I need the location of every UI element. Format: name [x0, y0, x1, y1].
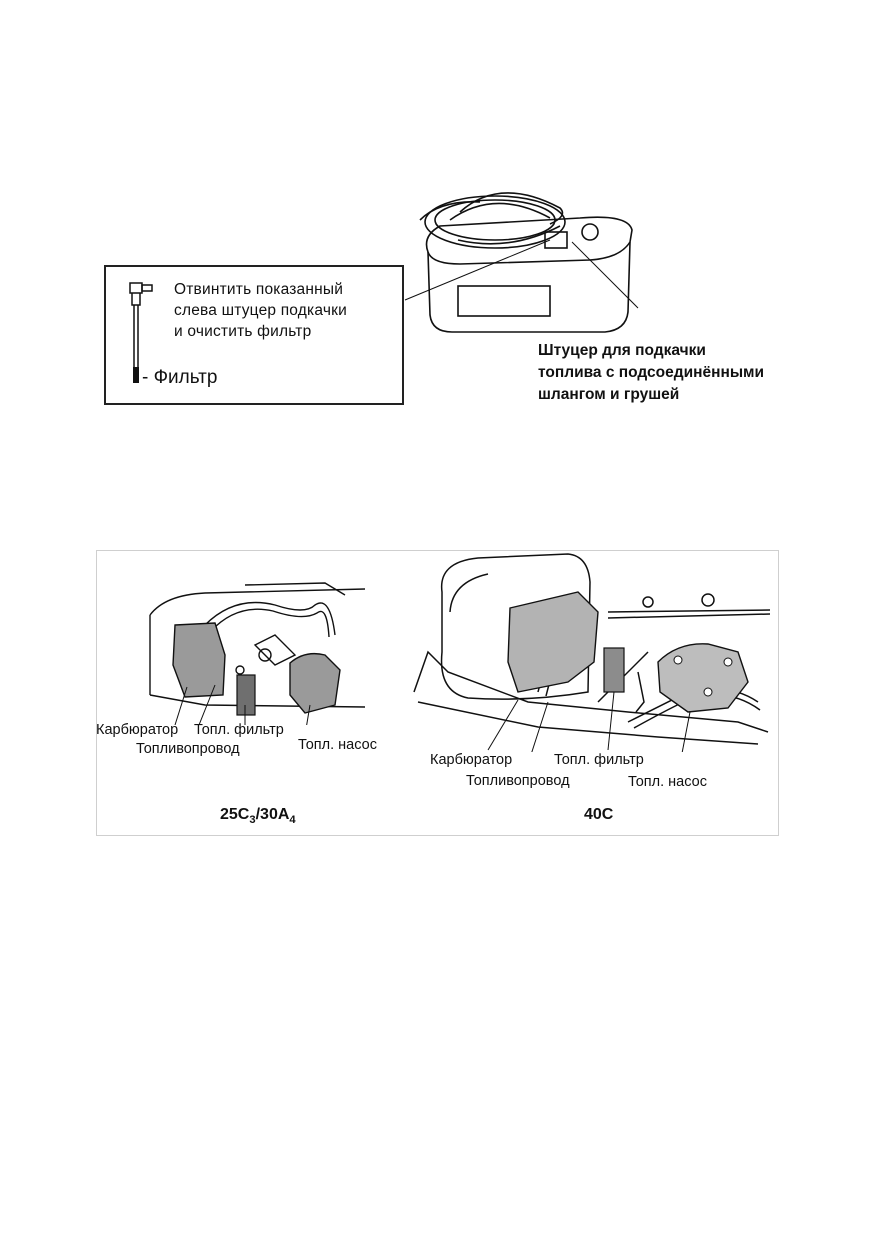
right-label-fuel-filter: Топл. фильтр [554, 752, 644, 768]
instruction-box: Отвинтить показанный слева штуцер подкач… [104, 265, 404, 405]
engine-40c-illustration [413, 553, 771, 752]
right-fuel-pump-shape [657, 643, 749, 713]
right-pump-bolt-1 [673, 655, 683, 665]
filter-label-text: Фильтр [153, 367, 218, 388]
filter-label-dash: - [142, 367, 154, 388]
left-caption-sub2: 4 [289, 814, 296, 826]
box-text-line-2: слева штуцер подкачки [174, 302, 347, 319]
right-pump-bolt-2 [723, 657, 733, 667]
box-pointer-line [404, 239, 551, 301]
right-label-fuel-pump: Топл. насос [628, 774, 707, 790]
right-line-leader [531, 701, 549, 752]
right-carburetor-leader [487, 699, 519, 751]
right-filter-leader [607, 691, 615, 751]
right-pump-leader [681, 711, 691, 752]
left-pump-leader [306, 704, 311, 725]
callout-line-2: топлива с подсоединёнными [538, 364, 765, 381]
left-carburetor-shape [172, 622, 226, 698]
right-fuel-filter-shape [603, 647, 625, 693]
left-caption-sub1: 3 [249, 814, 256, 826]
left-label-carburetor: Карбюратор [96, 722, 179, 738]
left-line-leader [198, 684, 216, 725]
box-text-line-3: и очистить фильтр [174, 323, 312, 340]
left-carburetor-leader [174, 686, 188, 725]
left-caption-base1: 25C [220, 806, 250, 823]
right-pump-bolt-3 [703, 687, 713, 697]
engine-25c-30a-illustration [149, 582, 366, 725]
left-label-fuel-filter: Топл. фильтр [194, 722, 284, 738]
left-caption: 25C3/30A4 [220, 806, 296, 826]
right-label-carburetor: Карбюратор [430, 752, 513, 768]
engine-figure-frame [96, 550, 779, 836]
left-label-fuel-pump: Топл. насос [298, 737, 377, 753]
right-caption: 40C [584, 806, 614, 823]
box-text-line-1: Отвинтить показанный [174, 281, 344, 298]
callout-line-1: Штуцер для подкачки [538, 342, 706, 359]
right-label-fuel-line: Топливопровод [466, 773, 570, 789]
fuel-tank-illustration [404, 192, 639, 333]
filter-fitting-illustration [129, 282, 153, 383]
left-label-fuel-line: Топливопровод [136, 741, 240, 757]
left-caption-mid: /30A [255, 806, 290, 823]
right-carburetor-shape [507, 591, 599, 693]
left-fuel-filter-shape [236, 674, 256, 716]
callout-pointer-line [571, 241, 639, 309]
left-fuel-pump-shape [289, 652, 341, 714]
callout-line-3: шлангом и грушей [538, 386, 680, 403]
filter-label: - Фильтр [142, 367, 217, 389]
